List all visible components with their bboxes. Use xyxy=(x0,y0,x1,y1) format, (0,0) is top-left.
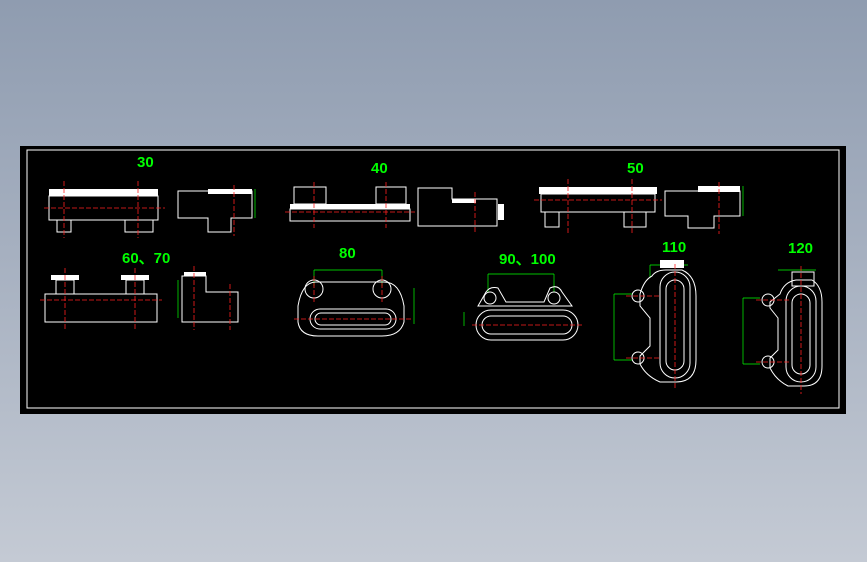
part-40-front-view xyxy=(285,182,415,228)
size-label-30: 30 xyxy=(137,154,154,171)
part-30-side-view xyxy=(177,185,256,236)
part-60-70-side-view xyxy=(177,266,239,330)
part-50-front-view xyxy=(534,179,662,234)
cad-drawing-canvas: 30 40 50 xyxy=(20,146,846,414)
size-label-80: 80 xyxy=(339,245,356,262)
size-label-110: 110 xyxy=(662,239,686,256)
part-60-70-front-view xyxy=(40,268,162,330)
size-label-120: 120 xyxy=(788,240,813,257)
part-40-side-view xyxy=(417,187,504,232)
part-80-view xyxy=(294,269,415,337)
drawing-sheet: 30 40 50 xyxy=(26,149,840,409)
part-50-side-view xyxy=(664,182,744,234)
size-label-40: 40 xyxy=(371,160,388,177)
part-120-view xyxy=(742,266,823,394)
part-110-view xyxy=(613,260,697,390)
part-90-100-view xyxy=(463,273,584,341)
part-30-front-view xyxy=(44,181,165,238)
size-label-50: 50 xyxy=(627,160,644,177)
size-label-90-100: 90、100 xyxy=(499,251,556,268)
drawing-border xyxy=(26,149,840,409)
size-label-60-70: 60、70 xyxy=(122,250,170,267)
